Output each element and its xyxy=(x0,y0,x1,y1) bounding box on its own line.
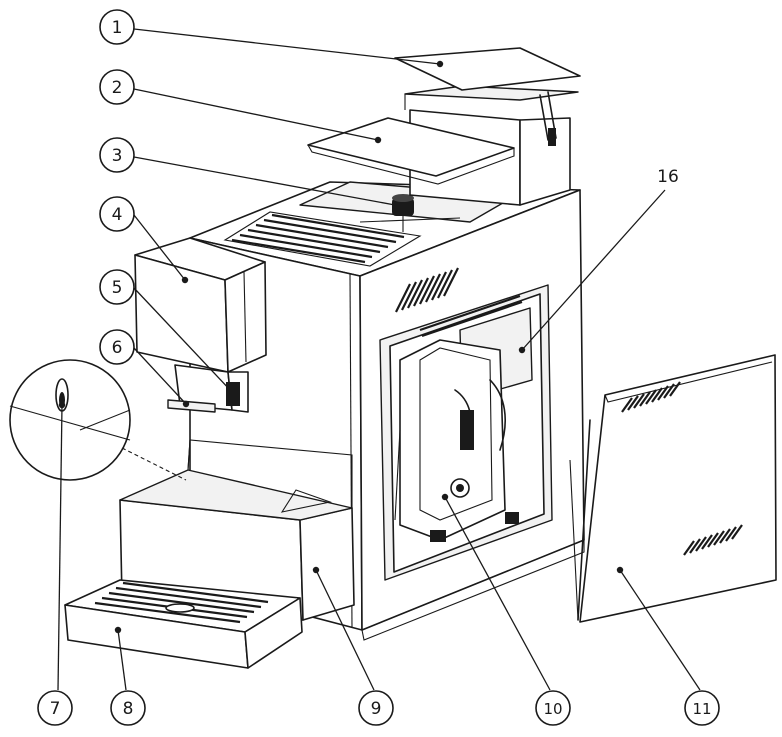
anchor-dots xyxy=(58,60,624,634)
callout-8: 8 xyxy=(110,690,146,726)
callout-6: 6 xyxy=(99,329,135,365)
brew-unit-body xyxy=(399,339,506,541)
callout-6-label: 6 xyxy=(112,338,123,358)
top-grille xyxy=(231,213,405,264)
container-side xyxy=(299,507,355,621)
callout-11: 11 xyxy=(684,690,720,726)
callout-7-label: 7 xyxy=(50,699,61,719)
side-cover xyxy=(569,354,777,623)
hopper-lid xyxy=(394,47,581,91)
water-tank xyxy=(134,237,267,373)
callout-9-label: 9 xyxy=(371,699,382,719)
callout-1: 1 xyxy=(99,9,135,45)
callout-10: 10 xyxy=(535,690,571,726)
callout-2-label: 2 xyxy=(112,78,123,98)
callout-8-label: 8 xyxy=(123,699,134,719)
callout-16: 16 xyxy=(657,167,679,187)
callout-10-label: 10 xyxy=(543,700,562,718)
callout-4: 4 xyxy=(99,196,135,232)
callout-16-label: 16 xyxy=(657,167,679,187)
callout-11-label: 11 xyxy=(692,700,711,718)
hopper-lid-top xyxy=(404,85,579,101)
callout-5: 5 xyxy=(99,269,135,305)
coffee-spout xyxy=(167,364,249,413)
grinder-knob-icon xyxy=(359,194,461,232)
water-tank-lid xyxy=(307,117,515,185)
leader-lines xyxy=(57,28,701,691)
cover-panel xyxy=(579,354,777,623)
callout-7: 7 xyxy=(37,690,73,726)
callout-9: 9 xyxy=(358,690,394,726)
callout-5-label: 5 xyxy=(112,278,123,298)
brew-lever-right xyxy=(489,379,506,451)
callout-3-label: 3 xyxy=(112,146,123,166)
callout-3: 3 xyxy=(99,137,135,173)
brewing-unit xyxy=(394,339,519,542)
side-vent xyxy=(395,267,459,313)
callout-2: 2 xyxy=(99,69,135,105)
drip-tray xyxy=(64,579,303,669)
spout-button xyxy=(167,399,216,413)
callout-1-label: 1 xyxy=(112,18,123,38)
callout-4-label: 4 xyxy=(112,205,123,225)
detail-magnifier xyxy=(9,359,187,481)
